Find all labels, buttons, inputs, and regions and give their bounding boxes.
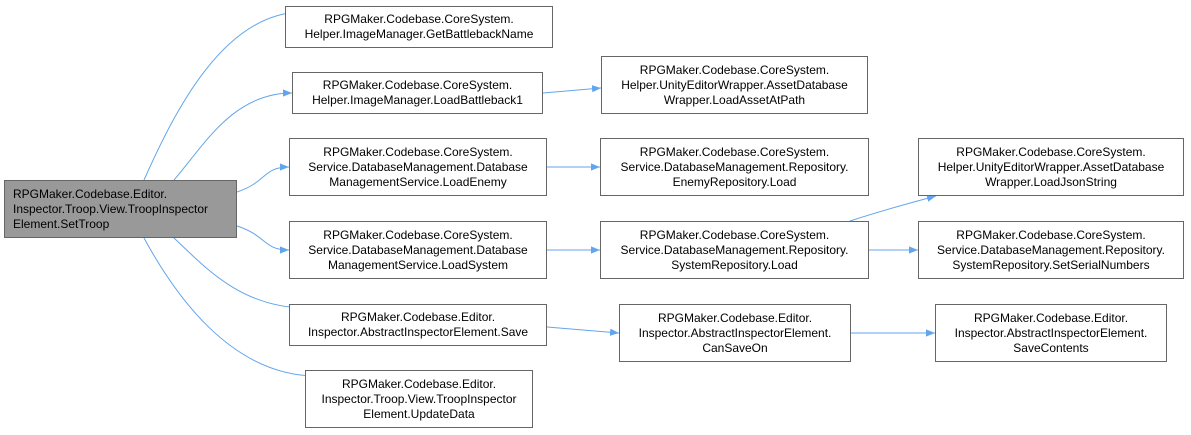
node-can-save-on[interactable]: RPGMaker.Codebase.Editor. Inspector.Abst… xyxy=(619,304,851,362)
node-line: RPGMaker.Codebase.Editor. xyxy=(973,310,1129,325)
edge-set_troop-to-load_battleback1 xyxy=(173,89,293,181)
edge-save-to-can_save_on xyxy=(546,326,620,336)
node-line: Inspector.Troop.View.TroopInspector xyxy=(13,201,208,216)
node-line: RPGMaker.Codebase.CoreSystem. xyxy=(639,227,830,242)
node-line: RPGMaker.Codebase.CoreSystem. xyxy=(322,78,513,92)
node-line: Service.DatabaseManagement.Database xyxy=(308,159,528,174)
node-line: Inspector.AbstractInspectorElement. xyxy=(638,325,832,340)
node-line: Inspector.AbstractInspectorElement.Save xyxy=(307,325,529,339)
node-line: SaveContents xyxy=(1013,340,1089,355)
node-line: Service.DatabaseManagement.Repository. xyxy=(620,159,849,174)
node-line: RPGMaker.Codebase.CoreSystem. xyxy=(956,227,1146,242)
edge-set_troop-to-get_battleback_name xyxy=(143,8,304,181)
node-line: EnemyRepository.Load xyxy=(672,174,797,189)
node-line: Service.DatabaseManagement.Repository. xyxy=(620,242,849,257)
node-line: CanSaveOn xyxy=(702,340,768,355)
node-line: ManagementService.LoadEnemy xyxy=(329,174,507,189)
node-save-contents[interactable]: RPGMaker.Codebase.Editor. Inspector.Abst… xyxy=(935,304,1167,362)
node-load-asset-at-path[interactable]: RPGMaker.Codebase.CoreSystem. Helper.Uni… xyxy=(601,56,868,114)
node-line: RPGMaker.Codebase.CoreSystem. xyxy=(323,227,513,242)
edge-load_battleback1-to-load_asset_at_path xyxy=(542,85,602,94)
node-line: RPGMaker.Codebase.CoreSystem. xyxy=(639,144,830,159)
node-line: Service.DatabaseManagement.Repository. xyxy=(937,242,1165,257)
node-load-enemy[interactable]: RPGMaker.Codebase.CoreSystem. Service.Da… xyxy=(289,138,547,196)
node-set-troop[interactable]: RPGMaker.Codebase.Editor. Inspector.Troo… xyxy=(4,180,237,238)
node-line: RPGMaker.Codebase.Editor. xyxy=(13,186,168,201)
edge-set_troop-to-save xyxy=(173,237,308,312)
node-line: Wrapper.LoadJsonString xyxy=(985,174,1117,189)
node-line: RPGMaker.Codebase.Editor. xyxy=(340,310,496,324)
node-line: Helper.UnityEditorWrapper.AssetDatabase xyxy=(621,77,848,92)
node-load-json-string[interactable]: RPGMaker.Codebase.CoreSystem. Helper.Uni… xyxy=(918,138,1184,196)
node-line: SystemRepository.Load xyxy=(671,257,798,272)
edge-set_troop-to-update_data xyxy=(143,237,318,380)
node-load-battleback1[interactable]: RPGMaker.Codebase.CoreSystem. Helper.Ima… xyxy=(292,72,543,114)
node-line: ManagementService.LoadSystem xyxy=(327,257,509,272)
node-system-repository-load[interactable]: RPGMaker.Codebase.CoreSystem. Service.Da… xyxy=(600,221,869,279)
node-line: RPGMaker.Codebase.CoreSystem. xyxy=(956,144,1146,159)
edge-system_repo_load-to-load_json_string xyxy=(849,194,937,222)
node-save[interactable]: RPGMaker.Codebase.Editor. Inspector.Abst… xyxy=(289,304,547,346)
node-line: RPGMaker.Codebase.CoreSystem. xyxy=(639,62,830,77)
node-line: RPGMaker.Codebase.CoreSystem. xyxy=(323,144,513,159)
edge-set_troop-to-load_enemy xyxy=(236,163,290,193)
edge-set_troop-to-load_system xyxy=(236,225,290,254)
node-line: RPGMaker.Codebase.CoreSystem. xyxy=(324,12,514,26)
node-line: RPGMaker.Codebase.Editor. xyxy=(341,376,497,391)
node-line: Service.DatabaseManagement.Database xyxy=(308,242,528,257)
node-line: Inspector.AbstractInspectorElement. xyxy=(954,325,1148,340)
node-line: Helper.UnityEditorWrapper.AssetDatabase xyxy=(937,159,1165,174)
node-line: Element.SetTroop xyxy=(13,216,110,231)
node-set-serial-numbers[interactable]: RPGMaker.Codebase.CoreSystem. Service.Da… xyxy=(918,221,1184,279)
node-line: Helper.ImageManager.GetBattlebackName xyxy=(304,27,534,41)
node-get-battleback-name[interactable]: RPGMaker.Codebase.CoreSystem. Helper.Ima… xyxy=(285,6,553,48)
node-line: RPGMaker.Codebase.Editor. xyxy=(657,310,813,325)
node-update-data[interactable]: RPGMaker.Codebase.Editor. Inspector.Troo… xyxy=(305,370,533,428)
node-line: Wrapper.LoadAssetAtPath xyxy=(663,92,806,107)
node-line: Helper.ImageManager.LoadBattleback1 xyxy=(312,93,523,107)
node-load-system[interactable]: RPGMaker.Codebase.CoreSystem. Service.Da… xyxy=(289,221,547,279)
node-line: Inspector.Troop.View.TroopInspector xyxy=(321,391,517,406)
node-line: SystemRepository.SetSerialNumbers xyxy=(952,257,1150,272)
node-line: Element.UpdateData xyxy=(363,406,475,421)
node-enemy-repository-load[interactable]: RPGMaker.Codebase.CoreSystem. Service.Da… xyxy=(600,138,869,196)
